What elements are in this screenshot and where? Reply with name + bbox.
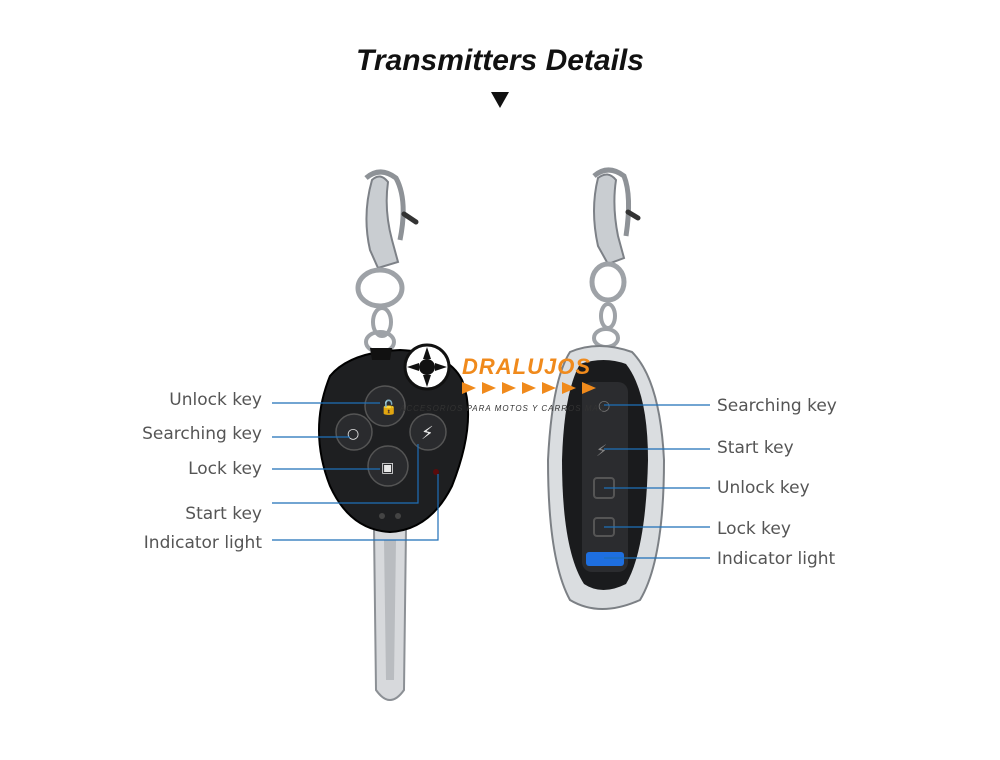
right-label-searching-key: Searching key	[717, 396, 837, 416]
left-fob-body: 🔓 ○ ⚡ ▣	[318, 348, 470, 534]
left-label-start-key: Start key	[185, 504, 262, 524]
down-arrow-icon	[491, 92, 509, 108]
svg-text:○: ○	[598, 398, 610, 414]
right-indicator-light	[586, 552, 624, 566]
right-label-indicator-light: Indicator light	[717, 549, 836, 569]
left-label-indicator-light: Indicator light	[143, 533, 262, 553]
right-label-unlock-key: Unlock key	[717, 478, 810, 498]
left-leader-lines	[272, 402, 439, 541]
svg-text:⚡: ⚡	[421, 423, 434, 444]
right-label-start-key: Start key	[717, 438, 794, 458]
right-keyring	[589, 167, 641, 349]
svg-text:🔓: 🔓	[380, 399, 397, 416]
page-title: Transmitters Details	[356, 44, 644, 77]
svg-text:⚡: ⚡	[596, 441, 607, 460]
left-label-lock-key: Lock key	[188, 459, 262, 479]
right-fob-body: ○ ⚡	[546, 345, 666, 610]
left-label-unlock-key: Unlock key	[169, 390, 262, 410]
svg-text:○: ○	[347, 426, 359, 442]
svg-text:▣: ▣	[381, 460, 394, 476]
right-leader-lines	[604, 404, 710, 559]
left-keyring	[355, 169, 419, 354]
watermark-logo	[403, 343, 596, 394]
watermark-brand: DRALUJOS	[462, 354, 592, 379]
right-label-lock-key: Lock key	[717, 519, 791, 539]
watermark-tagline: ACCESORIOS PARA MOTOS Y CARROS MAS	[400, 404, 606, 413]
left-label-searching-key: Searching key	[142, 424, 262, 444]
left-key-blade	[372, 527, 408, 701]
